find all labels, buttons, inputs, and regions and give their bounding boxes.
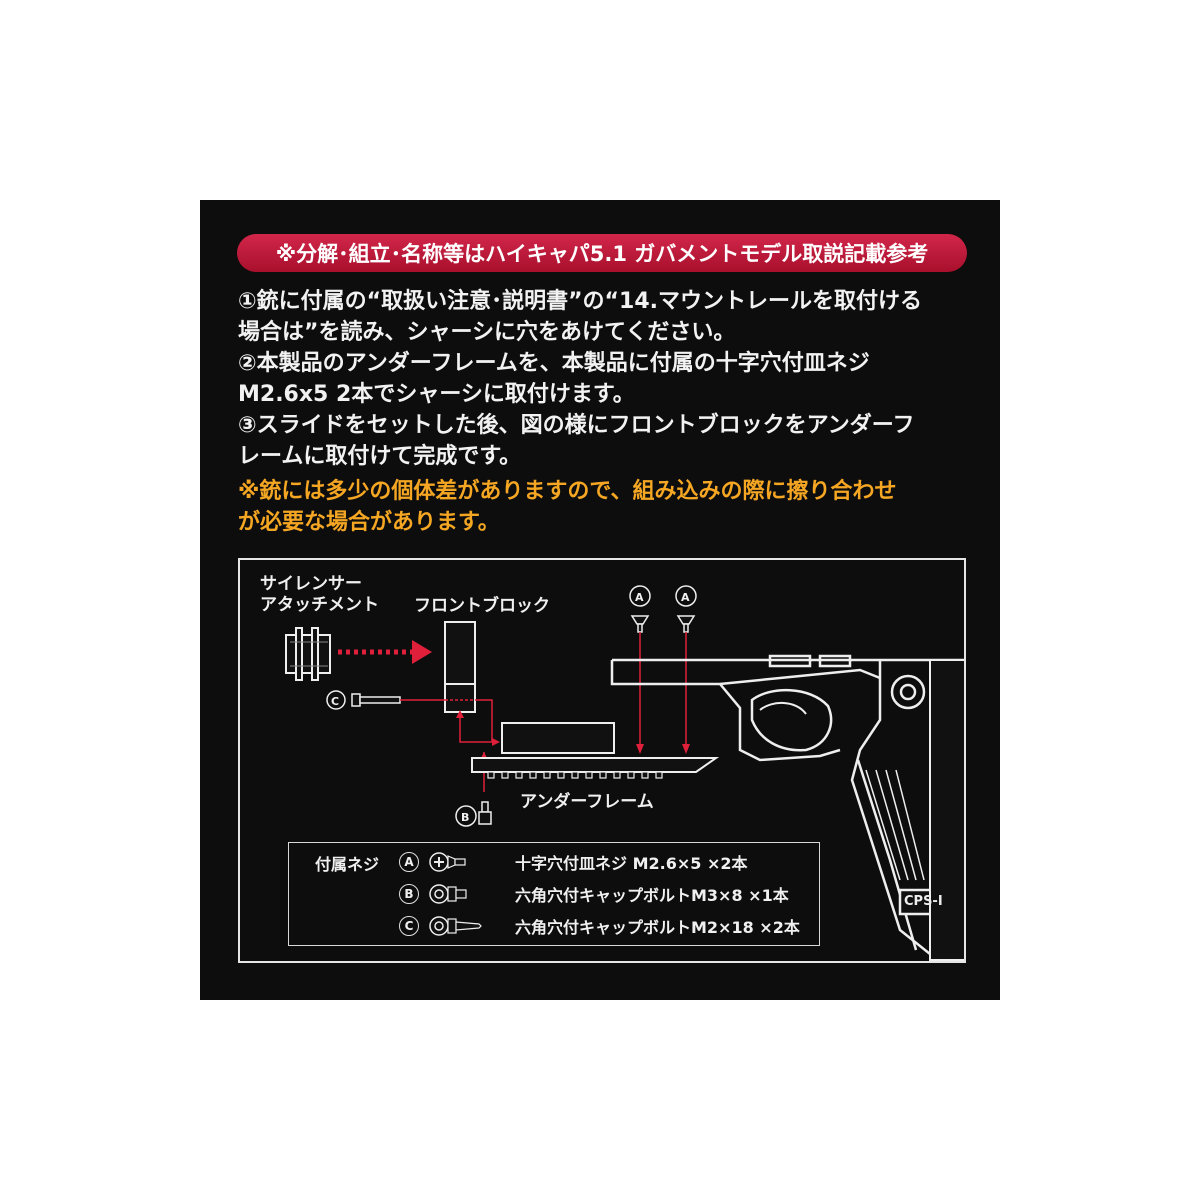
insert-arrow-icon bbox=[338, 640, 432, 664]
instruction-panel: ※分解･組立･名称等はハイキャパ5.1 ガバメントモデル取説記載参考 ①銃に付属… bbox=[200, 200, 1000, 1000]
step-text-line2: M2.6x5 2本でシャーシに取付けます。 bbox=[238, 382, 635, 407]
marker-c: C bbox=[331, 695, 340, 708]
steps-list: ①銃に付属の“取扱い注意･説明書”の“14.マウントレールを取付ける 場合は”を… bbox=[238, 286, 978, 538]
step-text-line2: レームに取付けて完成です。 bbox=[238, 444, 522, 469]
assembly-diagram: サイレンサー アタッチメント フロントブロック アンダーフレーム C A A B… bbox=[238, 558, 966, 963]
silencer-attachment-icon bbox=[285, 627, 331, 681]
step-2: ②本製品のアンダーフレームを、本製品に付属の十字穴付皿ネジ M2.6x5 2本で… bbox=[238, 348, 978, 410]
parts-row-text: 六角穴付キャップボルトM2×18 ×2本 bbox=[515, 918, 800, 937]
step-number: ② bbox=[238, 351, 257, 376]
parts-row-a: A 十字穴付皿ネジ M2.6×5 ×2本 bbox=[399, 849, 748, 875]
hex-cap-bolt-icon bbox=[429, 884, 467, 904]
step-number: ③ bbox=[238, 413, 257, 438]
parts-title: 付属ネジ bbox=[315, 855, 380, 874]
note-line1: ※銃には多少の個体差がありますので、組み込みの際に擦り合わせ bbox=[238, 479, 897, 504]
note-line2: が必要な場合があります。 bbox=[238, 510, 500, 535]
screw-b-icon bbox=[455, 801, 492, 827]
silencer-label-line1: サイレンサー bbox=[260, 574, 362, 594]
gun-marking: CPS-I bbox=[904, 894, 943, 909]
silencer-label-line2: アタッチメント bbox=[260, 595, 379, 615]
parts-row-b: B 六角穴付キャップボルトM3×8 ×1本 bbox=[399, 881, 789, 907]
marker-a-1: A bbox=[635, 591, 644, 604]
parts-row-text: 十字穴付皿ネジ M2.6×5 ×2本 bbox=[515, 854, 748, 873]
marker-circle: B bbox=[399, 884, 419, 904]
parts-row-text: 六角穴付キャップボルトM3×8 ×1本 bbox=[515, 886, 789, 905]
step-3: ③スライドをセットした後、図の様にフロントブロックをアンダーフ レームに取付けて… bbox=[238, 410, 978, 472]
step-number: ① bbox=[238, 289, 257, 314]
marker-b: B bbox=[461, 811, 470, 824]
phillips-flat-screw-icon bbox=[429, 852, 466, 872]
reference-banner: ※分解･組立･名称等はハイキャパ5.1 ガバメントモデル取説記載参考 bbox=[237, 234, 967, 272]
step-text-line2: 場合は”を読み、シャーシに穴をあけてください。 bbox=[238, 320, 736, 345]
under-frame-label: アンダーフレーム bbox=[520, 792, 654, 812]
front-block-icon bbox=[444, 621, 476, 713]
parts-row-c: C 六角穴付キャップボルトM2×18 ×2本 bbox=[399, 913, 800, 939]
marker-a-2: A bbox=[681, 591, 690, 604]
step-text-line1: 銃に付属の“取扱い注意･説明書”の“14.マウントレールを取付ける bbox=[256, 289, 922, 314]
step-text-line1: スライドをセットした後、図の様にフロントブロックをアンダーフ bbox=[256, 413, 915, 438]
hex-cap-bolt-long-icon bbox=[429, 916, 482, 936]
silencer-label: サイレンサー アタッチメント bbox=[260, 574, 379, 616]
slide-body bbox=[929, 659, 964, 961]
under-frame-icon bbox=[471, 722, 720, 779]
included-screws-box: 付属ネジ A 十字穴付皿ネジ M2.6×5 ×2本 B bbox=[288, 842, 820, 946]
step-1: ①銃に付属の“取扱い注意･説明書”の“14.マウントレールを取付ける 場合は”を… bbox=[238, 286, 978, 348]
screw-c-icon bbox=[326, 690, 445, 710]
screw-a-icons bbox=[629, 585, 697, 754]
front-block-label: フロントブロック bbox=[414, 596, 550, 616]
caution-note: ※銃には多少の個体差がありますので、組み込みの際に擦り合わせ が必要な場合があり… bbox=[238, 476, 978, 538]
marker-circle: A bbox=[399, 852, 419, 872]
step-text-line1: 本製品のアンダーフレームを、本製品に付属の十字穴付皿ネジ bbox=[256, 351, 870, 376]
diagram-drawing bbox=[285, 585, 964, 961]
marker-circle: C bbox=[399, 916, 419, 936]
